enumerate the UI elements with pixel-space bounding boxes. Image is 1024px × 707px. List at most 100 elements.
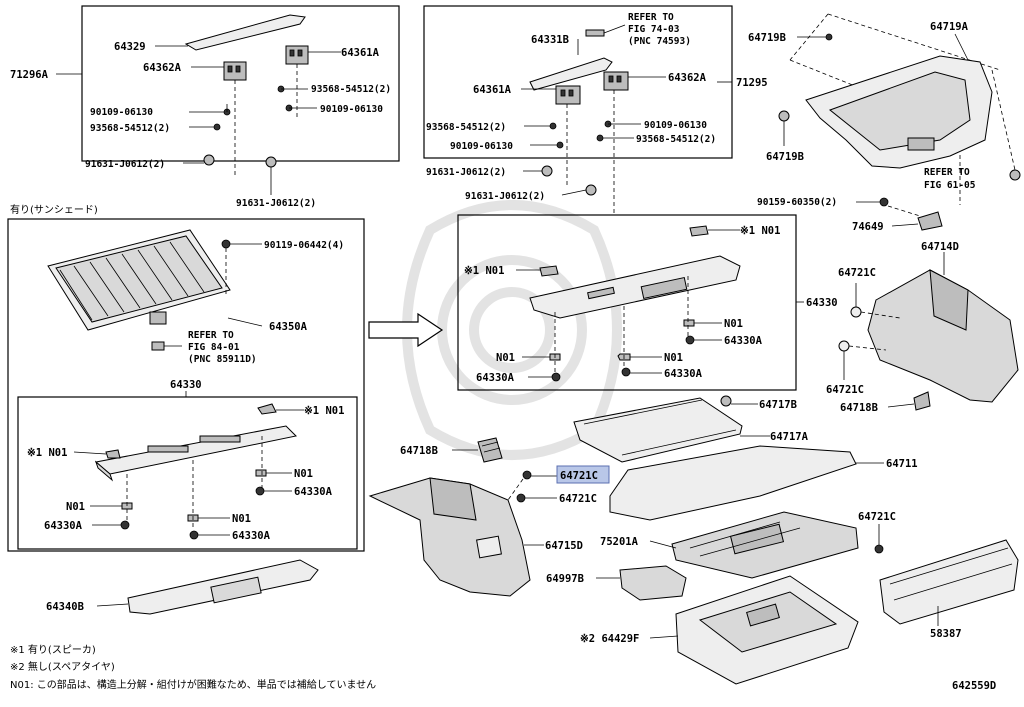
label-sunshade: 有り(サンシェード)	[10, 203, 98, 216]
clip-64721C-r1	[850, 306, 862, 318]
label-n01-c-m: N01	[664, 352, 683, 364]
tab-refer-7403	[585, 29, 605, 37]
label-64718B-r: 64718B	[840, 402, 878, 414]
floor-mat-64711: 64711	[609, 445, 918, 521]
grommet-n01-l-m	[255, 469, 267, 477]
label-n01-l-l: N01	[66, 501, 85, 513]
label-71295: 71295	[736, 77, 768, 89]
label-64330A-l-r: 64330A	[294, 486, 333, 498]
clip-refer-6105	[1009, 169, 1021, 181]
label-n01-l-tr: ※1 N01	[304, 405, 344, 417]
label-64329: 64329	[114, 41, 146, 53]
clip-64330A-c-l	[551, 372, 561, 382]
clip-64330A-l-b	[189, 530, 199, 540]
label-refer-7403-pnc: (PNC 74593)	[628, 36, 691, 47]
grommet-n01-c-tl	[539, 265, 559, 277]
label-refer-6105: REFER TO	[924, 167, 970, 178]
label-90159: 90159-60350(2)	[757, 197, 837, 208]
bolt-90109-left	[223, 104, 231, 116]
label-64429F: ※2 64429F	[580, 633, 639, 645]
label-91631-tc-2: 91631-J0612(2)	[465, 191, 545, 202]
label-64330-left: 64330	[170, 379, 202, 391]
clip-91631-c1	[541, 165, 553, 177]
label-refer-7403: REFER TO	[628, 12, 674, 23]
sunshade-64350A	[47, 229, 231, 351]
label-90109-tl-r: 90109-06130	[320, 104, 383, 115]
label-64350A: 64350A	[269, 321, 308, 333]
label-refer-8401: REFER TO	[188, 330, 234, 341]
lid-handle-recess	[907, 137, 935, 151]
clip-64719B-top	[825, 33, 833, 41]
nut-93568-c-left	[549, 122, 557, 130]
label-91631-tl-l: 91631-J0612(2)	[85, 159, 165, 170]
label-71296A: 71296A	[10, 69, 49, 81]
label-64719B-top: 64719B	[748, 32, 786, 44]
diagram-id: 642559D	[952, 680, 996, 692]
highlight-64721C	[556, 465, 610, 484]
sill-plate-58387: 64721C 58387	[858, 511, 1019, 640]
label-refer-7403-fig: FIG 74-03	[628, 24, 680, 35]
trunk-lid-trim: 64719B 64719A 64719B REFER TO FIG 61-05 …	[748, 13, 1021, 233]
nut-93568-c-right	[596, 134, 604, 142]
note-2: ※2 無し(スペアタイヤ)	[10, 660, 115, 673]
grommet-n01-c-tr	[689, 225, 709, 237]
label-n01-c-l: N01	[496, 352, 515, 364]
label-91631-tc-1: 91631-J0612(2)	[426, 167, 506, 178]
label-64711: 64711	[886, 458, 918, 470]
group-71295: 64331B REFER TO FIG 74-03 (PNC 74593) 64…	[423, 5, 768, 215]
label-64331B: 64331B	[531, 34, 569, 46]
clip-64721C-c	[516, 493, 526, 503]
label-93568-tl-l: 93568-54512(2)	[90, 123, 170, 134]
label-64330A-c-r: 64330A	[724, 335, 763, 347]
tray-75201A: 75201A	[600, 511, 859, 579]
clip-64721C-br	[874, 544, 884, 554]
label-64340B: 64340B	[46, 601, 84, 613]
label-refer-8401-fig: FIG 84-01	[188, 342, 240, 353]
label-93568-tc-l: 93568-54512(2)	[426, 122, 506, 133]
clip-91631-left	[203, 154, 215, 166]
label-64330A-c-m: 64330A	[664, 368, 703, 380]
label-74649: 74649	[852, 221, 884, 233]
label-64718B-c: 64718B	[400, 445, 438, 457]
label-n01-c-r: N01	[724, 318, 743, 330]
clip-64330A-l-l	[120, 520, 130, 530]
clip-64330A-l-r	[255, 486, 265, 496]
label-93568-tl-r: 93568-54512(2)	[311, 84, 391, 95]
label-refer-8401-pnc: (PNC 85911D)	[188, 354, 257, 365]
box-64997B: 64997B	[546, 565, 687, 601]
label-64717A: 64717A	[770, 431, 809, 443]
label-64330-center: 64330	[806, 297, 838, 309]
package-tray-64330-center	[529, 255, 741, 319]
clip-64330A-c-m	[621, 367, 631, 377]
label-n01-c-tl: ※1 N01	[464, 265, 504, 277]
spare-tray-64429F: ※2 64429F	[580, 575, 859, 685]
trim-64718B-c	[477, 437, 503, 463]
group-sunshade-box: 90119-06442(4) 64350A REFER TO FIG 84-01…	[7, 218, 365, 552]
note-3: N01: この部品は、構造上分解・組付けが困難なため、単品では補給していません	[10, 678, 376, 691]
clip-64717B	[720, 395, 732, 407]
bracket-64361A-c	[555, 85, 581, 105]
label-64714D: 64714D	[921, 241, 959, 253]
label-64721C-highlighted: 64721C	[560, 470, 598, 482]
group-71296A: 64329 64361A 64362A 71296A 93568-54512(2…	[10, 5, 400, 209]
label-n01-l-tl: ※1 N01	[27, 447, 67, 459]
package-tray-64330-left	[94, 425, 298, 482]
label-64361A-tl: 64361A	[341, 47, 380, 59]
label-58387: 58387	[930, 628, 962, 640]
label-refer-6105-fig: FIG 61-05	[924, 180, 976, 191]
label-64330A-c-l: 64330A	[476, 372, 515, 384]
label-64717B: 64717B	[759, 399, 797, 411]
grommet-n01-l-tl	[105, 449, 121, 459]
label-64719A: 64719A	[930, 21, 969, 33]
label-90109-tc-r: 90109-06130	[644, 120, 707, 131]
trim-64718B-r	[913, 391, 931, 411]
label-64330A-l-b: 64330A	[232, 530, 271, 542]
label-75201A: 75201A	[600, 536, 639, 548]
group-64330-center: ※1 N01 ※1 N01 64330 N01 64330A N01 N01 6…	[457, 214, 838, 391]
label-64721C-r1: 64721C	[838, 267, 876, 279]
bracket-64361A	[285, 45, 309, 65]
label-64997B: 64997B	[546, 573, 584, 585]
bracket-64362A	[223, 61, 247, 81]
label-64715D: 64715D	[545, 540, 583, 552]
label-64362A-tc: 64362A	[668, 72, 707, 84]
